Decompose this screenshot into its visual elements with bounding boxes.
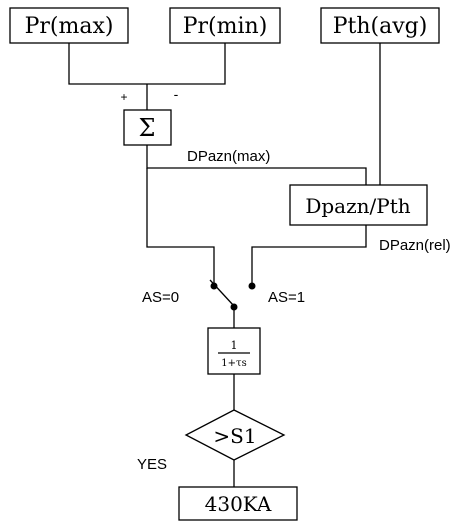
pr-max-wire <box>68 43 147 85</box>
pth-avg-block: Pth(avg) <box>320 7 440 44</box>
output-label: 430KA <box>205 492 272 516</box>
dpazn-max-wire <box>146 145 367 185</box>
pr-min-block: Pr(min) <box>169 7 281 44</box>
plus-sign: + <box>120 90 127 104</box>
as1-label: AS=1 <box>268 289 305 306</box>
comparator-block: >S1 <box>184 409 286 461</box>
as0-label: AS=0 <box>142 289 179 306</box>
yes-label: YES <box>137 456 167 473</box>
output-block: 430KA <box>178 486 298 521</box>
pth-avg-label: Pth(avg) <box>333 14 428 39</box>
dpazn-max-label: DPazn(max) <box>187 148 270 165</box>
divider-block: Dpazn/Pth <box>289 184 428 226</box>
switch-contact-as1 <box>248 282 256 290</box>
sigma-symbol: Σ <box>139 114 156 142</box>
switch-contact-as0 <box>210 282 218 290</box>
lag-filter-block: 1 1+τs <box>207 327 261 375</box>
filter-numerator: 1 <box>231 339 238 352</box>
divider-label: Dpazn/Pth <box>305 194 410 218</box>
dpazn-rel-label: DPazn(rel) <box>379 237 451 254</box>
selector-switch <box>209 279 256 311</box>
switch-blade <box>209 279 235 307</box>
pr-max-label: Pr(max) <box>25 14 114 39</box>
pr-max-block: Pr(max) <box>9 7 129 44</box>
dpazn-rel-wire <box>251 225 367 284</box>
minus-sign: - <box>174 86 179 102</box>
comparator-label: >S1 <box>213 424 256 448</box>
pr-min-label: Pr(min) <box>183 14 268 39</box>
dpazn-max-to-switch-wire <box>146 168 215 284</box>
summer-block: Σ <box>123 109 172 146</box>
pr-min-wire <box>147 43 226 85</box>
filter-denominator: 1+τs <box>221 358 246 369</box>
